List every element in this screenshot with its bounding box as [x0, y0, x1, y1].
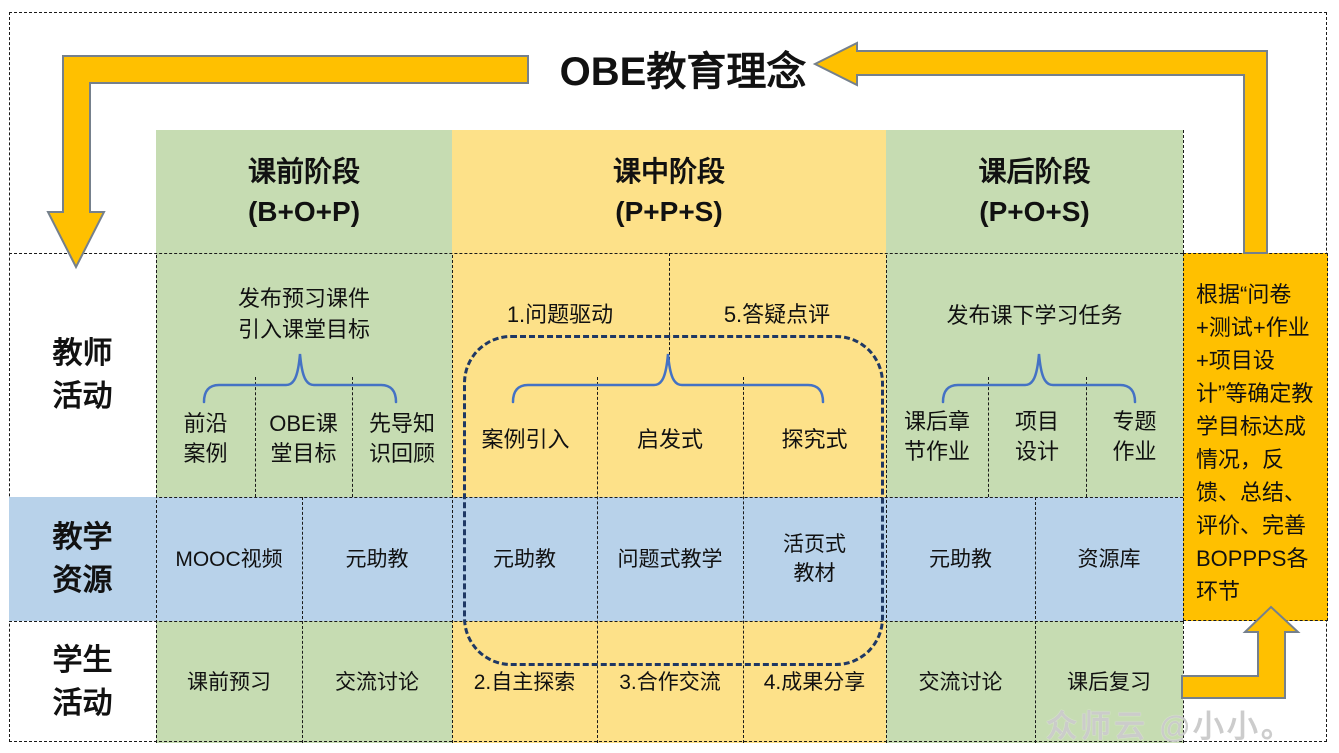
resource-cell: MOOC视频: [175, 547, 283, 571]
mid-teacher-item: 启发式: [636, 427, 703, 452]
brace-post: [941, 353, 1137, 404]
header-mid-phase: 课中阶段 (P+P+S): [452, 130, 886, 253]
grid-line: [452, 130, 453, 743]
grid-line: [1035, 497, 1036, 743]
pre-teacher-item: 前沿 案例: [183, 411, 228, 466]
grid-line: [9, 253, 1183, 254]
grid-line: [9, 621, 1183, 622]
post-student-area: [886, 621, 1183, 743]
mid-step-qa-review: 5.答疑点评: [723, 302, 831, 327]
student-cell: 交流讨论: [335, 670, 419, 694]
student-cell: 2.自主探索: [473, 670, 576, 694]
row-label-teacher: 教师 活动: [52, 337, 113, 413]
pre-student-area: [156, 621, 452, 743]
post-teacher-item: 课后章 节作业: [903, 409, 970, 464]
grid-line: [9, 497, 1183, 498]
header-pre-code: (B+O+P): [247, 195, 361, 227]
student-cell: 课前预习: [187, 670, 271, 694]
student-cell: 3.合作交流: [619, 670, 721, 694]
student-cell: 交流讨论: [918, 670, 1003, 694]
grid-line: [597, 377, 598, 743]
watermark: 众师云 @小小。: [1046, 709, 1295, 744]
mid-step-problem-drive: 1.问题驱动: [506, 302, 614, 327]
header-post-code: (P+O+S): [979, 195, 1090, 227]
grid-line: [352, 377, 353, 497]
post-teacher-item: 专题 作业: [1112, 409, 1157, 464]
resource-cell: 元助教: [929, 547, 992, 571]
grid-line: [669, 253, 670, 360]
grid-line: [886, 130, 887, 743]
header-post-name: 课后阶段: [978, 155, 1091, 187]
brace-mid: [511, 353, 825, 404]
header-pre-phase: 课前阶段 (B+O+P): [156, 130, 452, 253]
mid-student-area: [452, 621, 886, 743]
header-mid-name: 课中阶段: [612, 155, 725, 187]
pre-teacher-item: OBE课 堂目标: [269, 411, 338, 466]
resource-cell: 资源库: [1077, 547, 1141, 571]
grid-line: [302, 497, 303, 743]
header-post-phase: 课后阶段 (P+O+S): [886, 130, 1183, 253]
grid-line: [156, 130, 157, 743]
header-mid-code: (P+P+S): [615, 195, 723, 227]
header-pre-name: 课前阶段: [247, 155, 360, 187]
row-label-resource: 教学 资源: [9, 497, 156, 621]
resource-cell: 问题式教学: [617, 547, 723, 571]
resource-row-area: [9, 497, 1183, 621]
grid-line: [743, 377, 744, 743]
grid-line: [1183, 130, 1184, 253]
resource-cell: 元助教: [345, 547, 409, 571]
resource-cell: 活页式 教材: [783, 533, 846, 585]
feedback-box: 根据“问卷+测试+作业+项目设计”等确定教学目标达成情况，反馈、总结、评价、完善…: [1183, 253, 1328, 621]
mid-teacher-item: 案例引入: [481, 427, 570, 452]
grid-line: [255, 377, 256, 497]
resource-cell: 元助教: [493, 547, 556, 571]
student-cell: 4.成果分享: [763, 670, 866, 694]
pre-teacher-main: 发布预习课件 引入课堂目标: [237, 286, 370, 342]
mid-teacher-item: 探究式: [781, 427, 848, 452]
pre-teacher-item: 先导知 识回顾: [368, 411, 435, 466]
post-teacher-main: 发布课下学习任务: [946, 302, 1123, 328]
grid-line: [1086, 377, 1087, 497]
post-teacher-item: 项目 设计: [1014, 409, 1059, 464]
diagram-title: OBE教育理念: [559, 50, 807, 94]
student-cell: 课后复习: [1067, 670, 1151, 694]
brace-pre: [202, 353, 398, 404]
row-label-student: 学生 活动: [52, 644, 113, 720]
grid-line: [988, 377, 989, 497]
